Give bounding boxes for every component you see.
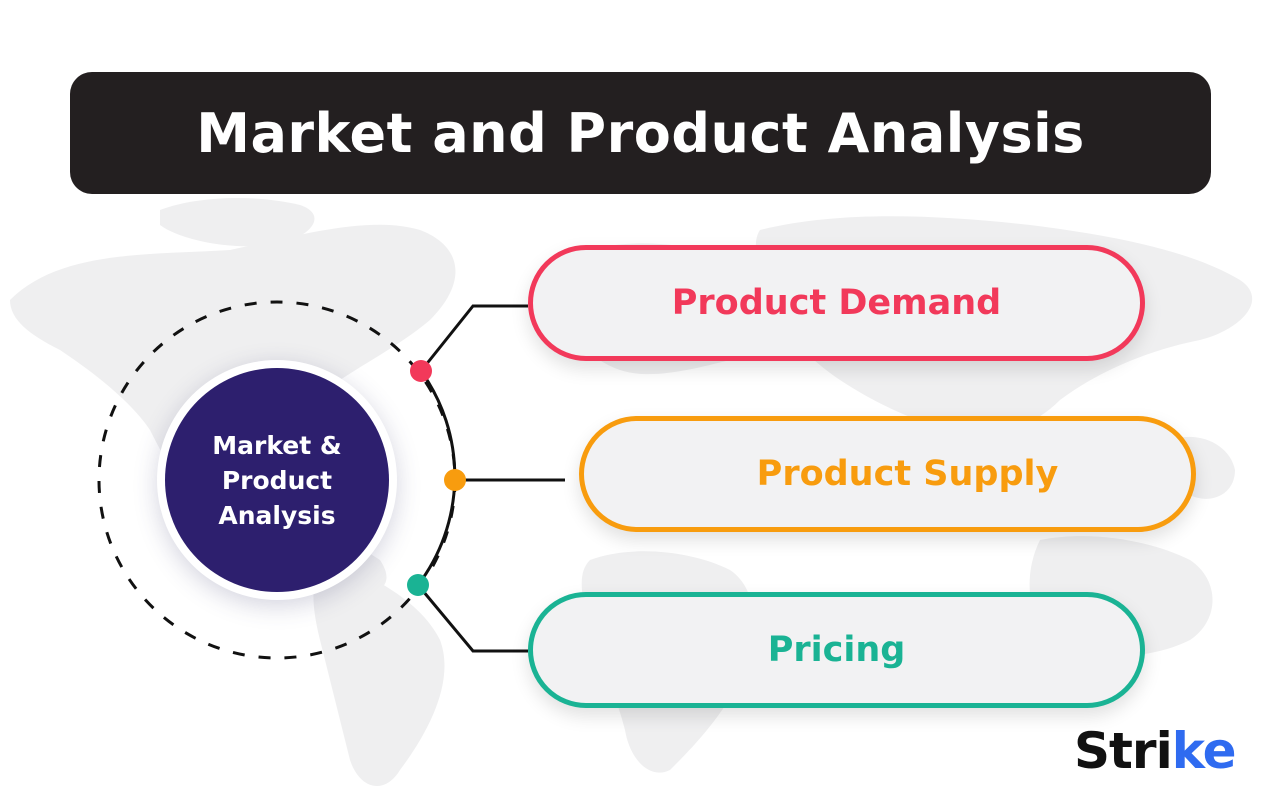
branch-label: Pricing (767, 630, 906, 670)
logo-text-main: Stri (1074, 722, 1173, 780)
logo-text-accent: ke (1171, 722, 1237, 780)
center-node-label: Market & Product Analysis (212, 430, 342, 530)
page-title: Market and Product Analysis (196, 101, 1085, 165)
strike-logo: Stri ke (1074, 722, 1237, 780)
connector-demand (419, 304, 528, 372)
branch-product-supply: Product Supply (579, 416, 1196, 532)
node-dot-demand (410, 360, 432, 382)
branch-pricing: Pricing (528, 592, 1145, 708)
branch-label: Product Supply (756, 454, 1059, 494)
node-dot-pricing (407, 574, 429, 596)
center-node: Market & Product Analysis (157, 360, 397, 600)
node-dot-supply (444, 469, 466, 491)
branch-label: Product Demand (671, 283, 1002, 323)
connector-pricing (416, 584, 528, 653)
title-banner: Market and Product Analysis (70, 72, 1211, 194)
branch-product-demand: Product Demand (528, 245, 1145, 361)
center-node-fill: Market & Product Analysis (165, 368, 389, 592)
